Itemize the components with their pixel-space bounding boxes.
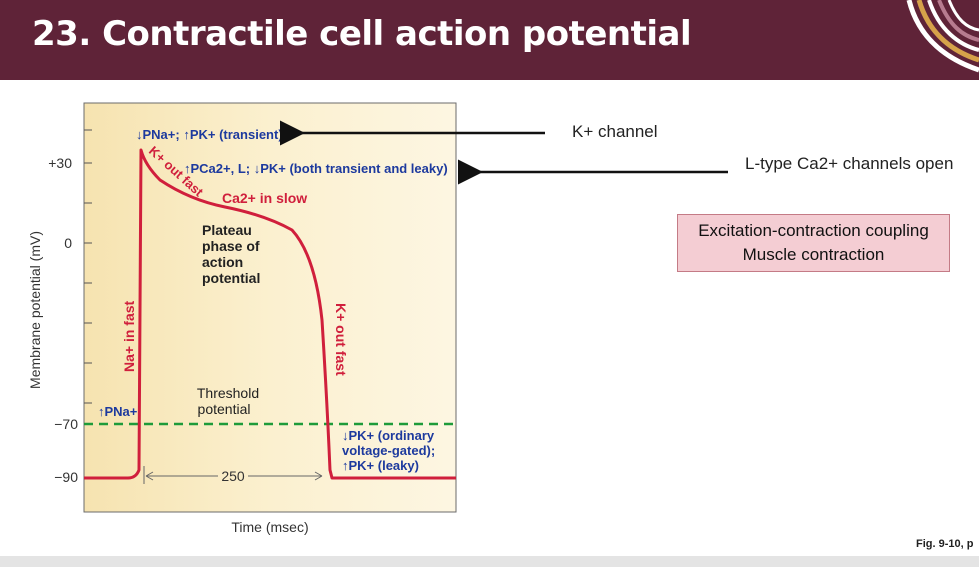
figure-reference: Fig. 9-10, p	[916, 538, 974, 550]
plateau-label: action	[202, 254, 243, 270]
plateau-label: potential	[202, 270, 260, 286]
callout-line: Excitation-contraction coupling	[698, 221, 929, 240]
plateau-label: Plateau	[202, 222, 252, 238]
transient-label: ↓PNa+; ↑PK+ (transient)	[136, 127, 283, 142]
pk-ordinary-label: ↑PK+ (leaky)	[342, 458, 419, 473]
pca-label: ↑PCa2+, L; ↓PK+ (both transient and leak…	[184, 161, 448, 176]
action-potential-trace	[84, 148, 456, 480]
y-tick-label: +30	[48, 155, 72, 171]
y-tick-label: −90	[54, 469, 78, 485]
coupling-callout: Excitation-contraction coupling Muscle c…	[677, 214, 950, 272]
k-channel-note: K+ channel	[572, 122, 658, 141]
threshold-label: potential	[198, 401, 251, 417]
pk-ordinary-label: voltage-gated);	[342, 443, 435, 458]
k-out-fast-late-label: K+ out fast	[333, 303, 349, 376]
callout-line: Muscle contraction	[742, 245, 885, 264]
footer-bar	[0, 556, 979, 567]
y-axis-label: Membrane potential (mV)	[27, 231, 43, 389]
duration-label: 250	[221, 468, 245, 484]
plot-area	[83, 102, 457, 513]
duration-bracket	[314, 471, 323, 481]
decorative-stripes-icon	[906, 0, 979, 73]
action-potential-figure: +30 0 −70 −90 Membrane potential (mV) Ti…	[27, 102, 728, 535]
title-bar: 23. Contractile cell action potential	[0, 0, 979, 80]
l-type-note: L-type Ca2+ channels open	[745, 154, 954, 173]
duration-bracket	[145, 471, 154, 481]
y-tick-label: 0	[64, 235, 72, 251]
threshold-label: Threshold	[197, 385, 259, 401]
x-axis-label: Time (msec)	[231, 519, 308, 535]
y-tick-label: −70	[54, 416, 78, 432]
slide-title: 23. Contractile cell action potential	[32, 14, 692, 54]
plateau-label: phase of	[202, 238, 260, 254]
pna-up-label: ↑PNa+	[98, 404, 138, 419]
ca-in-slow-label: Ca2+ in slow	[222, 190, 307, 206]
pk-ordinary-label: ↓PK+ (ordinary	[342, 428, 435, 443]
na-in-fast-label: Na+ in fast	[121, 300, 137, 372]
